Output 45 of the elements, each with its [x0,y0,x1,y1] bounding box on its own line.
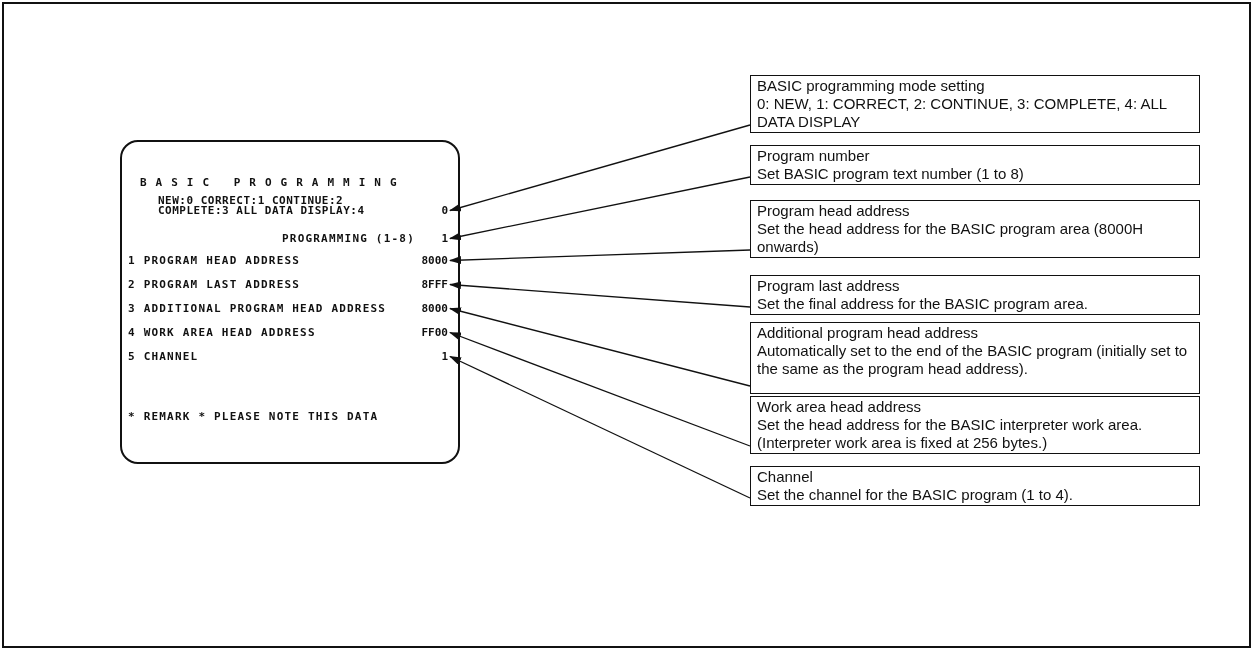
setting-value: 8000 [421,302,448,315]
callout-heading: Program number [757,147,871,165]
leader-arrow [449,355,751,499]
callout-box [750,75,1200,133]
callout-heading: Work area head address [757,398,922,416]
leader-arrow [449,307,751,387]
callout-heading: Additional program head address [757,324,979,342]
callout-description: Set the channel for the BASIC program (1 to 4). [757,486,1074,504]
leader-arrow [449,176,751,241]
setting-value: FF00 [421,326,448,339]
setting-value: 1 [441,350,448,363]
callout-description: 0: NEW, 1: CORRECT, 2: CONTINUE, 3: COMPLETE, 4: ALL DATA DISPLAY [757,95,1168,131]
menu-item-text: 2 PROGRAM LAST ADDRESS [128,278,301,291]
leader-arrow [449,124,751,212]
callout-heading: Program last address [757,277,901,295]
callout-box [750,396,1200,454]
callout-heading: Program head address [757,202,911,220]
screen-title: BASIC PROGRAMMING [140,176,406,189]
callout-box [750,322,1200,394]
menu-item-text: 4 WORK AREA HEAD ADDRESS [128,326,316,339]
callout-description: Set the head address for the BASIC interpreter work area. (Interpreter work area is fixed at 256 bytes.) [757,416,1144,452]
setting-value: 8FFF [421,278,448,291]
callout-description: Set BASIC program text number (1 to 8) [757,165,1025,183]
leader-arrow [449,281,751,308]
callout-box [750,145,1200,185]
setting-value: 8000 [421,254,448,267]
leader-arrow [449,331,751,447]
callout-box [750,200,1200,258]
remark-text: * REMARK * PLEASE NOTE THIS DATA [128,410,379,423]
display-screen [120,140,460,464]
leader-arrow [449,249,751,265]
mode-options-text: NEW:0 CORRECT:1 CONTINUE:2 COMPLETE:3 ALL DATA DISPLAY:4 [158,196,366,216]
menu-item-text: 1 PROGRAM HEAD ADDRESS [128,254,301,267]
menu-item-text: 5 CHANNEL [128,350,199,363]
program-number-label: PROGRAMMING (1-8) [282,232,415,245]
menu-item-text: 3 ADDITIONAL PROGRAM HEAD ADDRESS [128,302,387,315]
callout-heading: BASIC programming mode setting [757,77,986,95]
setting-value: 1 [441,232,448,245]
callout-description: Set the final address for the BASIC program area. [757,295,1089,313]
setting-value: 0 [441,204,448,217]
callout-box [750,466,1200,506]
callout-heading: Channel [757,468,814,486]
callout-description: Automatically set to the end of the BASIC program (initially set to the same as the program head address). [757,342,1189,378]
callout-box [750,275,1200,315]
callout-description: Set the head address for the BASIC program area (8000H onwards) [757,220,1145,256]
